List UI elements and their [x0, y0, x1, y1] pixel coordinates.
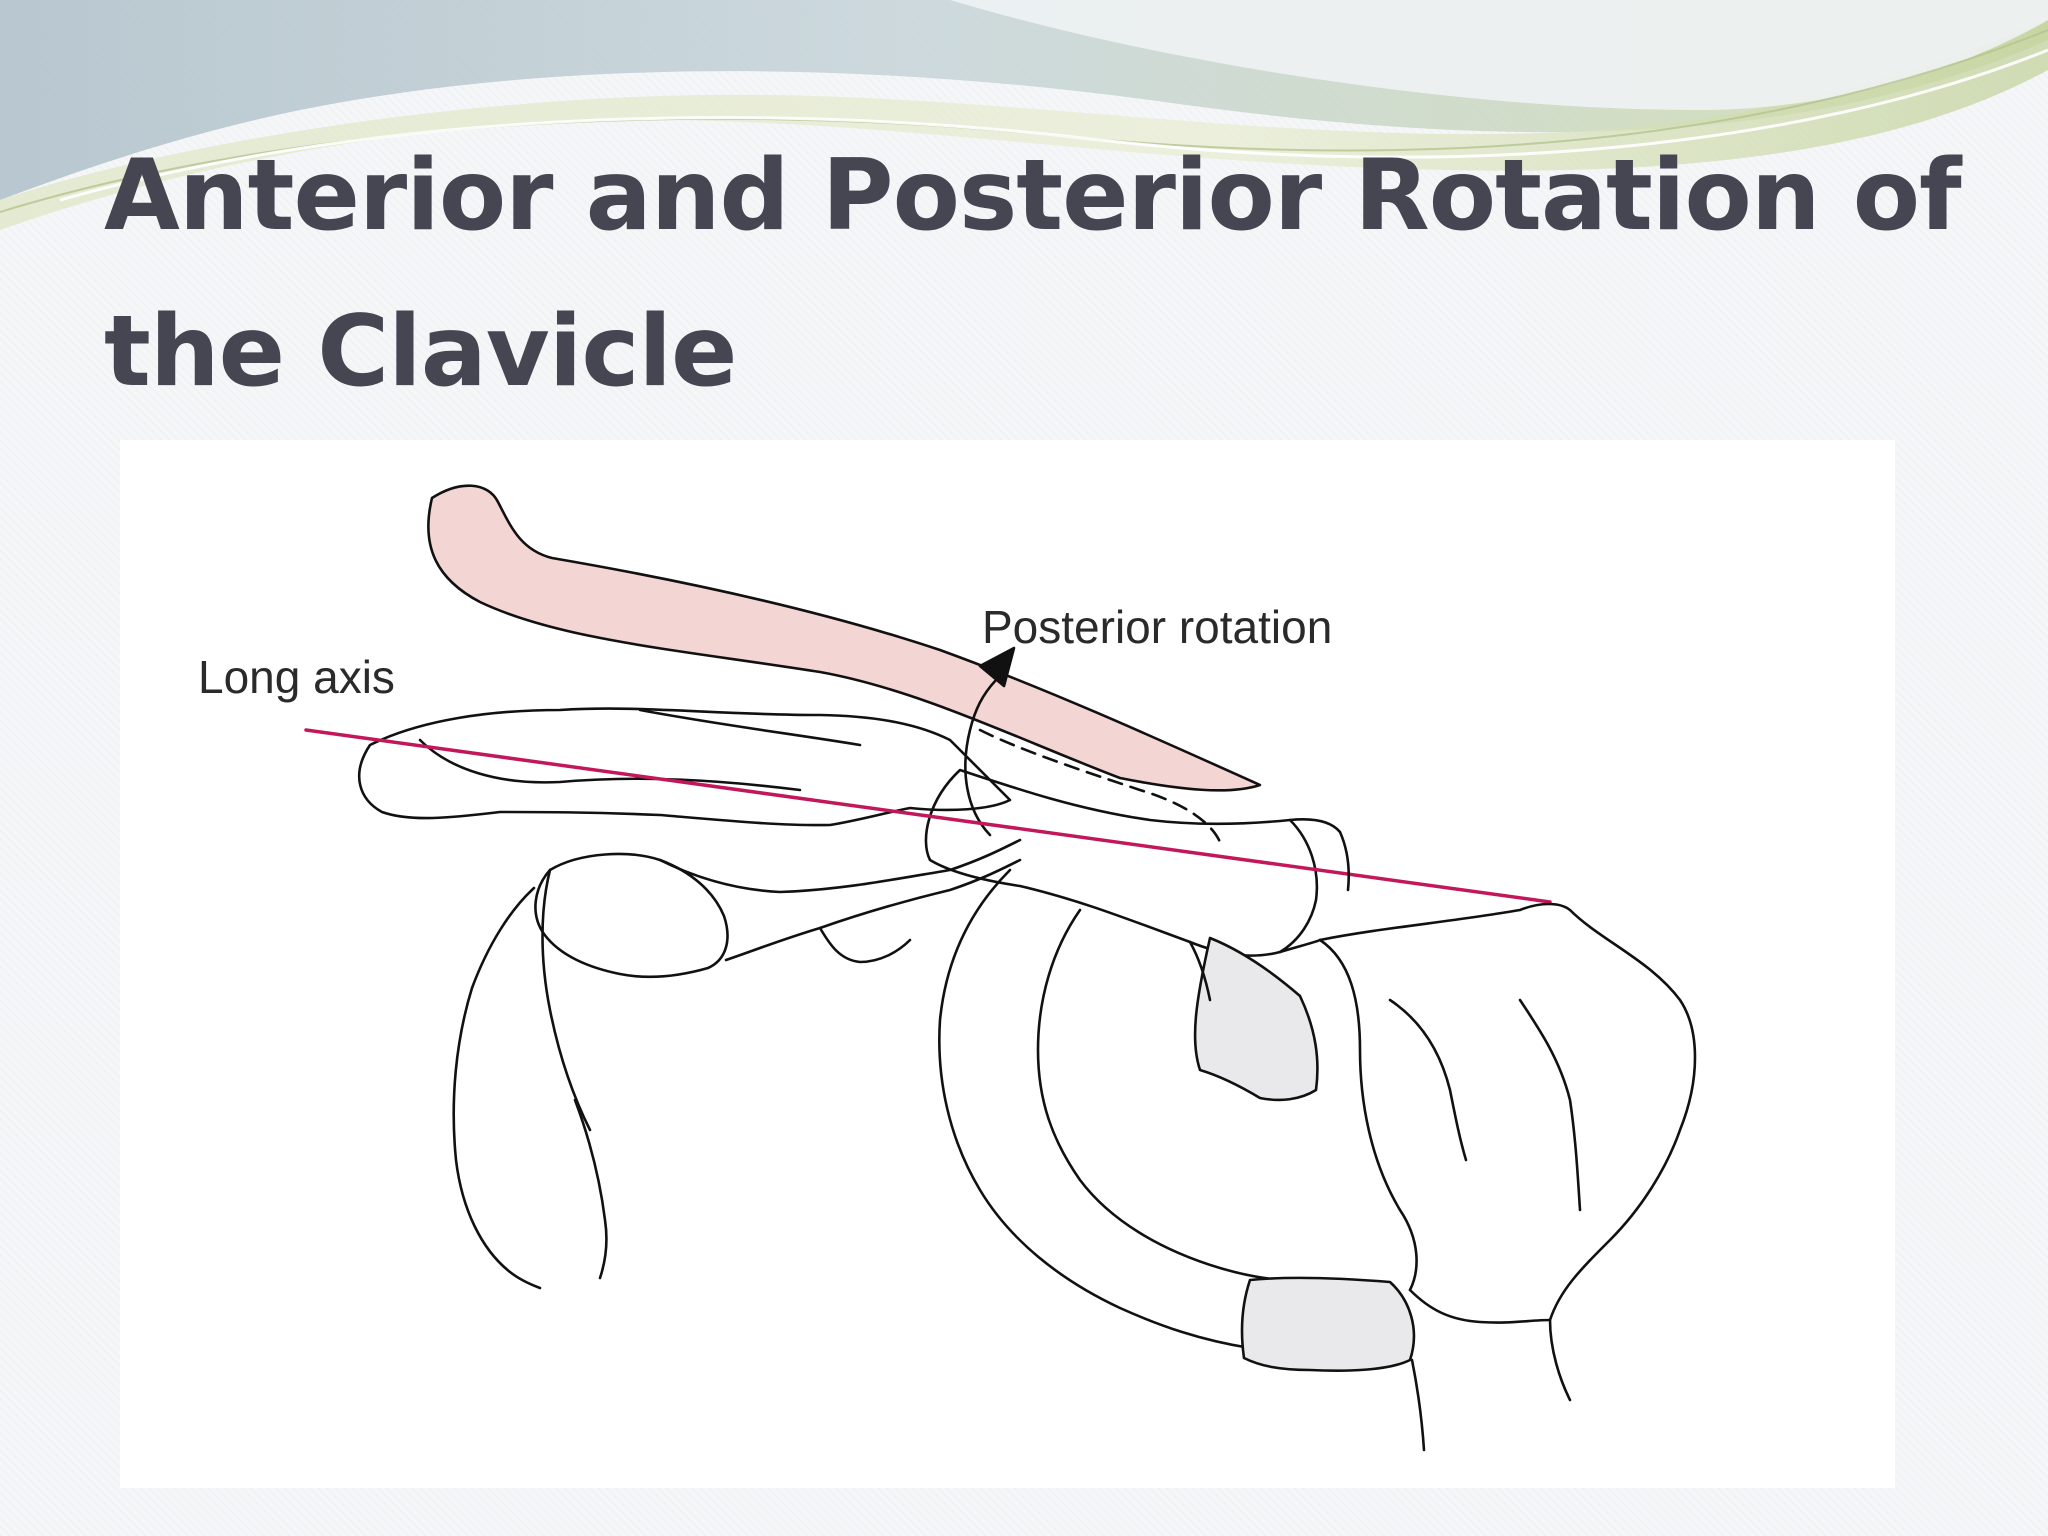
costal-cartilage-upper	[1193, 936, 1319, 1102]
posterior-rotation-arrow	[964, 678, 998, 837]
slide-title: Anterior and Posterior Rotation of the C…	[104, 139, 1962, 409]
long-axis-line	[304, 728, 1552, 904]
costal-cartilage-lower	[1240, 1276, 1416, 1372]
humeral-head-outline	[452, 886, 542, 1290]
decorative-banner	[0, 0, 2048, 230]
anatomical-illustration	[304, 484, 1697, 1452]
clavicle-rotation-figure: Long axis Posterior rotation	[120, 440, 1895, 1488]
first-rib-outline	[938, 868, 1252, 1350]
coracoid-process	[534, 852, 729, 979]
dashed-clavicle-border	[978, 728, 1222, 844]
long-axis-label: Long axis	[198, 651, 395, 703]
sternum-outline	[1318, 902, 1697, 1402]
acromion-outline	[357, 707, 1012, 827]
posterior-rotation-label: Posterior rotation	[982, 601, 1333, 653]
rotated-clavicle	[427, 484, 1262, 792]
